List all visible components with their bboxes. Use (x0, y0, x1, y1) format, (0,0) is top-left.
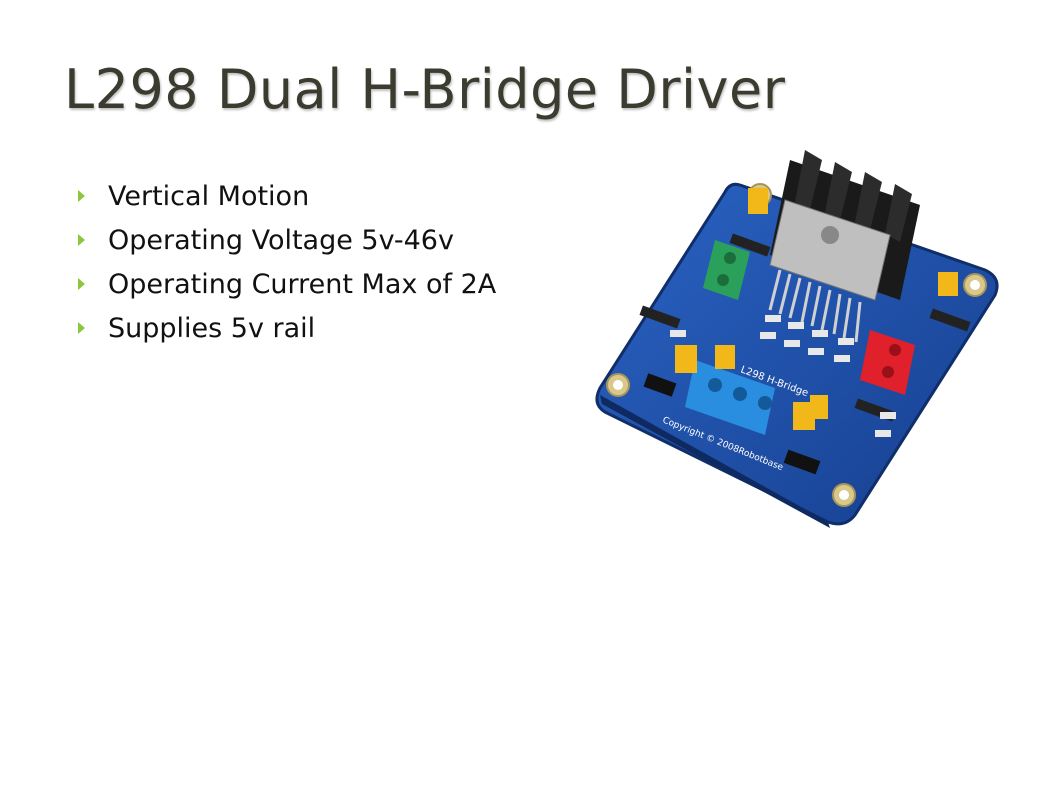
heatsink (769, 150, 920, 301)
l298-board-photo: L298 H-Bridge Copyright © 2008Robotbase (595, 150, 999, 528)
blue-terminal (685, 360, 775, 435)
jumpers (675, 188, 958, 430)
ic-pins (768, 269, 862, 343)
bullet-item: Vertical Motion (76, 174, 496, 218)
smd-components (670, 315, 896, 437)
bullet-item: Operating Voltage 5v-46v (76, 218, 496, 262)
bullet-arrow-icon (78, 190, 85, 202)
bullet-text: Supplies 5v rail (108, 312, 316, 344)
bullet-text: Operating Current Max of 2A (108, 268, 497, 300)
pin-headers (643, 373, 821, 475)
bullet-list: Vertical Motion Operating Voltage 5v-46v… (76, 174, 496, 350)
mounting-holes (606, 183, 987, 507)
red-terminal (860, 330, 915, 395)
bullet-text: Operating Voltage 5v-46v (108, 224, 454, 256)
bullet-arrow-icon (78, 234, 85, 246)
bullet-item: Operating Current Max of 2A (76, 262, 496, 306)
green-terminal (703, 240, 750, 300)
slide-title: L298 Dual H-Bridge Driver (64, 58, 786, 121)
bullet-text: Vertical Motion (108, 180, 310, 212)
bullet-arrow-icon (78, 278, 85, 290)
bullet-arrow-icon (78, 322, 85, 334)
bullet-item: Supplies 5v rail (76, 306, 496, 350)
